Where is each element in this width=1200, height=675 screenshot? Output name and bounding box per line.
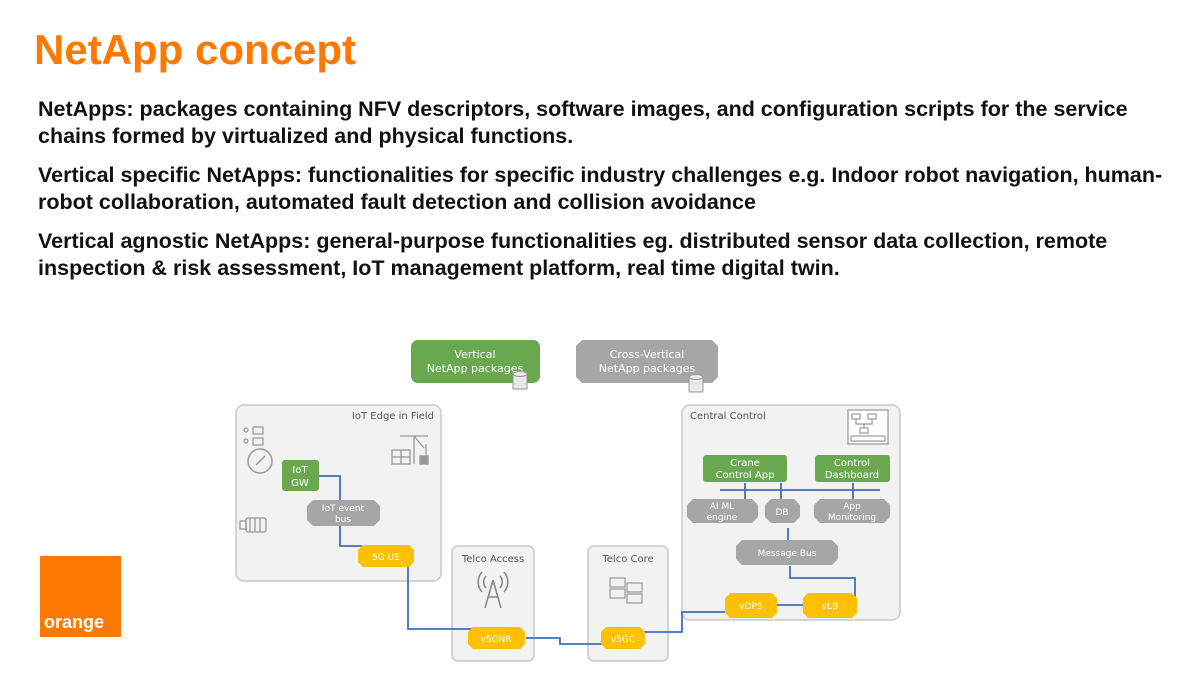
vlb-label: vLB — [822, 602, 839, 612]
paragraph-netapps: NetApps: packages containing NFV descrip… — [38, 97, 1128, 148]
logo-text: orange — [44, 612, 105, 632]
crane-app-line1: Crane — [730, 458, 760, 469]
aiml-engine-node — [687, 499, 758, 523]
cross-packages-line1: Cross-Vertical — [610, 348, 685, 361]
bullet-list: NetApps: packages containing NFV descrip… — [38, 96, 1178, 294]
crane-control-app-node — [703, 455, 787, 482]
vertical-netapp-packages — [411, 340, 540, 383]
v5gnr-label: v5GNR — [480, 635, 511, 645]
db-node — [765, 499, 800, 523]
crane-icon — [391, 435, 429, 465]
iot-event-bus-line1: IoT event — [322, 504, 365, 514]
zone-iot-edge — [235, 404, 442, 582]
message-bus-label: Message Bus — [758, 549, 817, 559]
zone-telco-access-label: Telco Access — [461, 554, 524, 565]
app-monitoring-line1: App — [843, 502, 861, 512]
orange-logo: orange — [40, 556, 121, 637]
paragraph-vertical-specific: Vertical specific NetApps: functionaliti… — [38, 163, 1163, 214]
control-dashboard-line1: Control — [834, 458, 870, 469]
app-monitoring-line2: Monitoring — [828, 513, 876, 523]
slide-title: NetApp concept — [34, 26, 357, 73]
iot-event-bus-node — [307, 500, 380, 526]
connection-links — [319, 475, 880, 645]
iot-gw-line2: GW — [291, 478, 309, 489]
antenna-icon — [477, 571, 509, 609]
vdps-node — [725, 593, 777, 618]
zone-central-control-label: Central Control — [690, 411, 766, 422]
iot-event-bus-line2: bus — [335, 515, 351, 525]
db-label: DB — [775, 508, 788, 518]
gauge-icon — [247, 448, 273, 474]
aiml-engine-line2: engine — [707, 513, 738, 523]
iot-gw-node — [282, 460, 319, 491]
message-bus-node — [736, 540, 838, 565]
zone-telco-core-label: Telco Core — [601, 554, 653, 565]
vdps-label: vDPS — [739, 602, 763, 612]
database-icon — [688, 374, 704, 393]
vertical-packages-line1: Vertical — [454, 348, 495, 361]
motor-icon — [239, 517, 267, 533]
sensor-icon — [243, 426, 264, 446]
zone-iot-edge-label: IoT Edge in Field — [352, 411, 434, 422]
control-dashboard-node — [815, 455, 890, 482]
server-icon — [609, 577, 643, 604]
iot-gw-line1: IoT — [292, 465, 308, 476]
vlb-node — [803, 593, 857, 618]
vertical-packages-line2: NetApp packages — [427, 362, 524, 375]
cross-vertical-netapp-packages — [576, 340, 718, 383]
5g-ue-node — [358, 545, 414, 567]
v5gc-node — [601, 627, 645, 649]
database-icon — [512, 371, 528, 390]
paragraph-vertical-agnostic: Vertical agnostic NetApps: general-purpo… — [38, 229, 1108, 280]
app-monitoring-node — [814, 499, 890, 523]
cross-packages-line2: NetApp packages — [599, 362, 696, 375]
aiml-engine-line1: AI ML — [710, 502, 734, 512]
crane-app-line2: Control App — [716, 470, 775, 481]
control-dashboard-line2: Dashboard — [825, 470, 879, 481]
v5gnr-node — [468, 627, 525, 649]
v5gc-label: v5GC — [611, 635, 635, 645]
5g-ue-label: 5G UE — [372, 553, 400, 563]
network-icon — [847, 409, 889, 445]
